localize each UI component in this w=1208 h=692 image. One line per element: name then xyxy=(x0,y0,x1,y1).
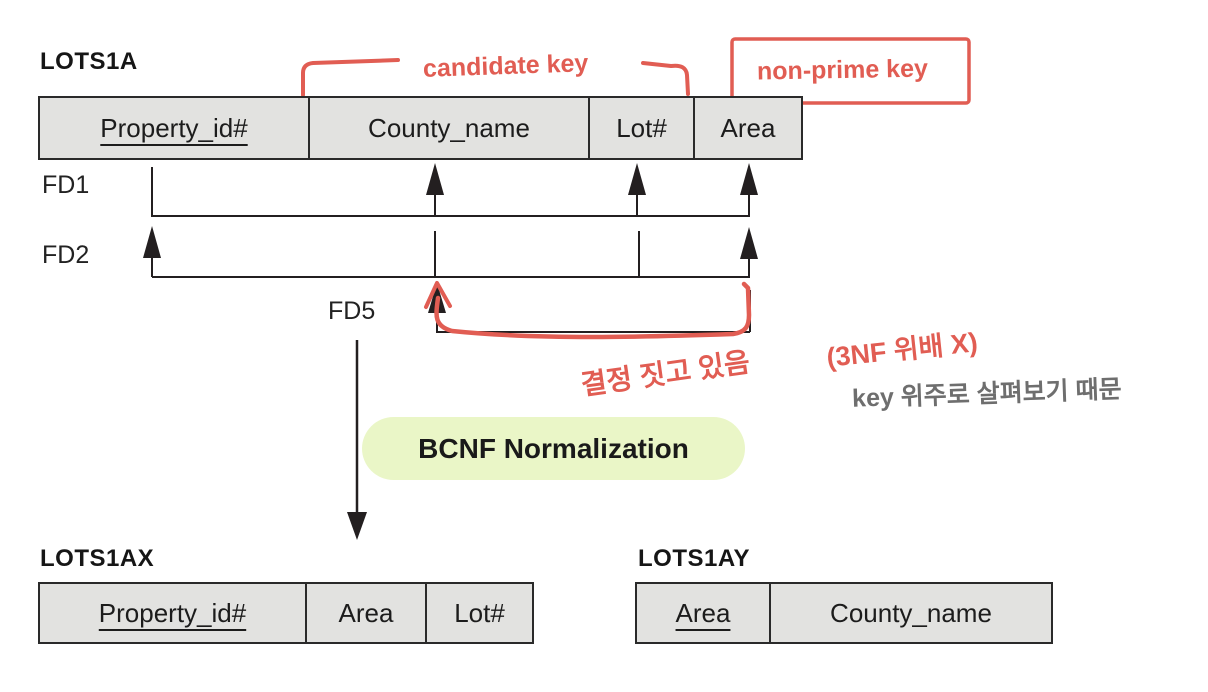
candidate-key-bracket-left xyxy=(301,58,400,97)
lots1ay-col-area: Area xyxy=(637,584,771,642)
lots1ay-table: Area County_name xyxy=(635,582,1053,644)
lots1ax-col-lot: Lot# xyxy=(454,597,505,628)
fd1-label: FD1 xyxy=(42,171,90,199)
fd5-label: FD5 xyxy=(328,297,376,325)
non-prime-key-box xyxy=(730,37,971,105)
fd5-red-arrowhead xyxy=(424,281,452,309)
lots1ax-col-property-id: Property_id# xyxy=(40,584,307,642)
bcnf-normalization-label: BCNF Normalization xyxy=(418,432,689,464)
candidate-key-bracket-right xyxy=(641,61,690,96)
lots1a-col-area: Area xyxy=(720,112,776,143)
fd1-lines xyxy=(151,167,750,217)
fd2-arrowheads xyxy=(143,226,758,259)
bcnf-down-arrow xyxy=(347,340,367,540)
lots1a-col-county-name: County_name xyxy=(310,98,590,158)
lots1a-title: LOTS1A xyxy=(40,48,138,75)
lots1ay-col-county-name: County_name xyxy=(830,597,992,628)
lots1ax-table: Property_id# Area Lot# xyxy=(38,582,534,644)
lots1a-col-lot: Lot# xyxy=(590,98,695,158)
bcnf-normalization-badge: BCNF Normalization xyxy=(362,417,745,480)
lots1ax-title: LOTS1AX xyxy=(40,545,155,572)
fd5-lines xyxy=(436,290,751,333)
candidate-key-note: candidate key xyxy=(422,49,589,83)
lots1a-col-property-id: Property_id# xyxy=(40,98,310,158)
fd2-lines xyxy=(151,231,750,278)
non-prime-key-note: non-prime key xyxy=(756,54,929,86)
fd1-arrowheads xyxy=(426,163,758,195)
fd2-label: FD2 xyxy=(42,241,90,269)
fd5-red-trace xyxy=(434,281,752,340)
lots1ay-title: LOTS1AY xyxy=(638,545,750,572)
lots1a-table: Property_id# County_name Lot# Area xyxy=(38,96,803,160)
lots1ax-col-area: Area xyxy=(307,584,427,642)
